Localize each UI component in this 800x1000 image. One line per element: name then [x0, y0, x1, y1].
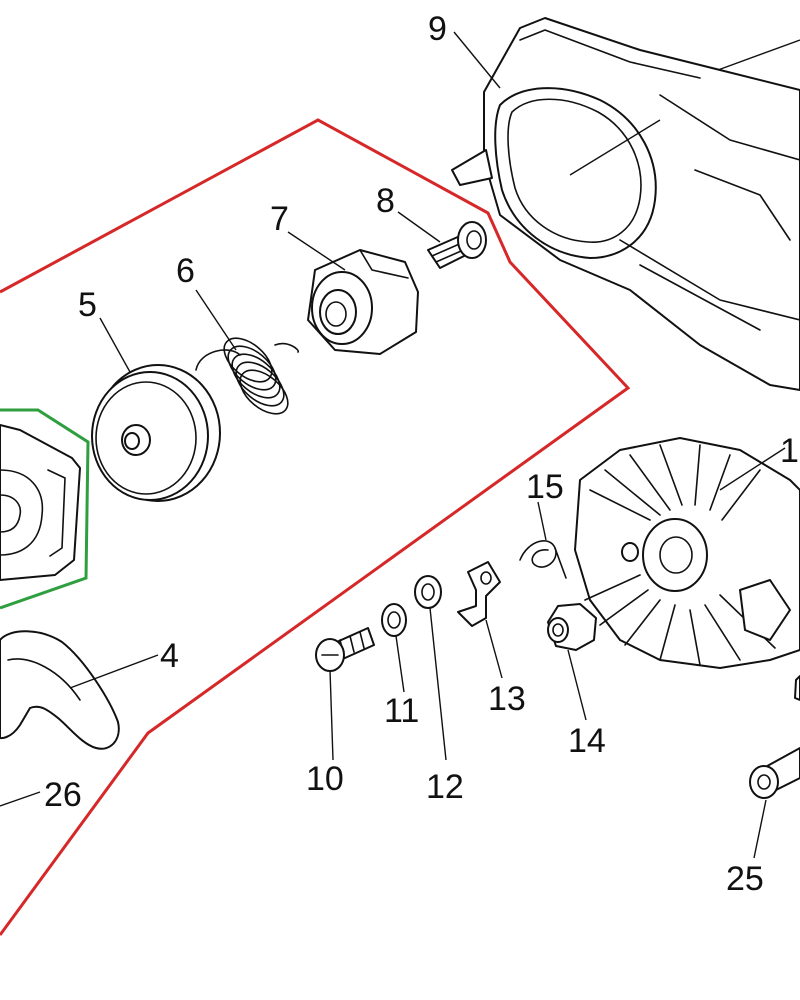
leader-25	[753, 799, 767, 859]
leader-11	[395, 635, 405, 693]
part-12-lock-washer	[414, 575, 442, 609]
part-1-flywheel	[574, 437, 800, 669]
part-8-bushing	[427, 221, 487, 269]
leader-10	[329, 669, 334, 761]
starter-housing-part	[0, 424, 81, 581]
callout-15: 15	[526, 468, 564, 506]
callout-14: 14	[568, 722, 606, 760]
green-boundary-line	[0, 408, 90, 610]
leader-lines	[0, 31, 800, 859]
part-25-screw	[749, 747, 800, 799]
callout-9: 9	[428, 10, 447, 48]
leader-26	[0, 791, 41, 807]
leader-1	[719, 447, 786, 491]
part-7-hub	[307, 249, 419, 355]
part-4-lever	[0, 630, 120, 750]
callout-1: 1	[780, 432, 799, 470]
edge-part-fragment	[794, 675, 800, 701]
leader-6	[195, 289, 237, 351]
callout-labels: 4 5 6 7 8 9 10 11 12 13 14 15 1 25 26	[44, 10, 799, 898]
callout-6: 6	[176, 252, 195, 290]
part-9-fan-cover	[451, 17, 800, 391]
callout-10: 10	[306, 760, 344, 798]
leader-13	[485, 619, 503, 679]
leader-9b	[569, 119, 661, 176]
leader-9c	[717, 39, 800, 71]
leader-12	[429, 607, 447, 761]
callout-5: 5	[78, 286, 97, 324]
callout-7: 7	[270, 200, 289, 238]
leader-8	[397, 211, 441, 243]
callout-26: 26	[44, 776, 82, 814]
part-10-screw	[315, 627, 375, 672]
callout-8: 8	[376, 182, 395, 220]
callout-11: 11	[384, 692, 419, 730]
part-14-nut	[547, 603, 597, 651]
part-15-spring-clip	[519, 540, 567, 579]
callout-12: 12	[426, 768, 464, 806]
part-13-bracket	[457, 561, 501, 627]
part-6-spring	[195, 337, 299, 415]
leader-9	[453, 31, 501, 89]
leader-5	[99, 317, 131, 373]
leader-14	[567, 649, 587, 721]
leader-4	[69, 654, 159, 689]
callout-4: 4	[160, 637, 179, 675]
leader-7	[287, 231, 346, 271]
callout-25: 25	[726, 860, 764, 898]
part-5-pulley	[91, 364, 221, 502]
leader-15	[537, 501, 547, 541]
callout-13: 13	[488, 680, 526, 718]
red-boundary-line	[0, 118, 631, 936]
part-11-washer	[381, 603, 407, 637]
